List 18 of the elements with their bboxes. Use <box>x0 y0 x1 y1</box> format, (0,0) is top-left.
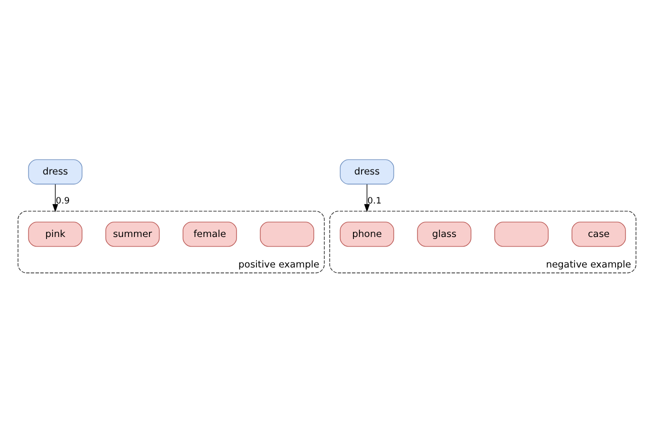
node-box <box>260 221 314 246</box>
edge-label: 0.1 <box>367 196 382 206</box>
node-box: female <box>182 221 237 246</box>
node-box: dress <box>28 158 82 184</box>
cluster <box>18 210 325 273</box>
cluster <box>329 210 636 273</box>
arrow <box>364 184 370 212</box>
node-label: positive example <box>238 259 320 270</box>
node-box: summer <box>105 221 160 246</box>
node-box: case <box>572 221 626 246</box>
node-box <box>494 221 549 246</box>
arrow <box>52 184 58 212</box>
node-box: phone <box>340 221 394 246</box>
node-label: negative example <box>546 259 632 270</box>
node-box: glass <box>417 221 472 246</box>
edge-label: 0.9 <box>56 196 70 206</box>
node-box: dress <box>340 158 394 184</box>
node-box: pink <box>28 221 82 246</box>
